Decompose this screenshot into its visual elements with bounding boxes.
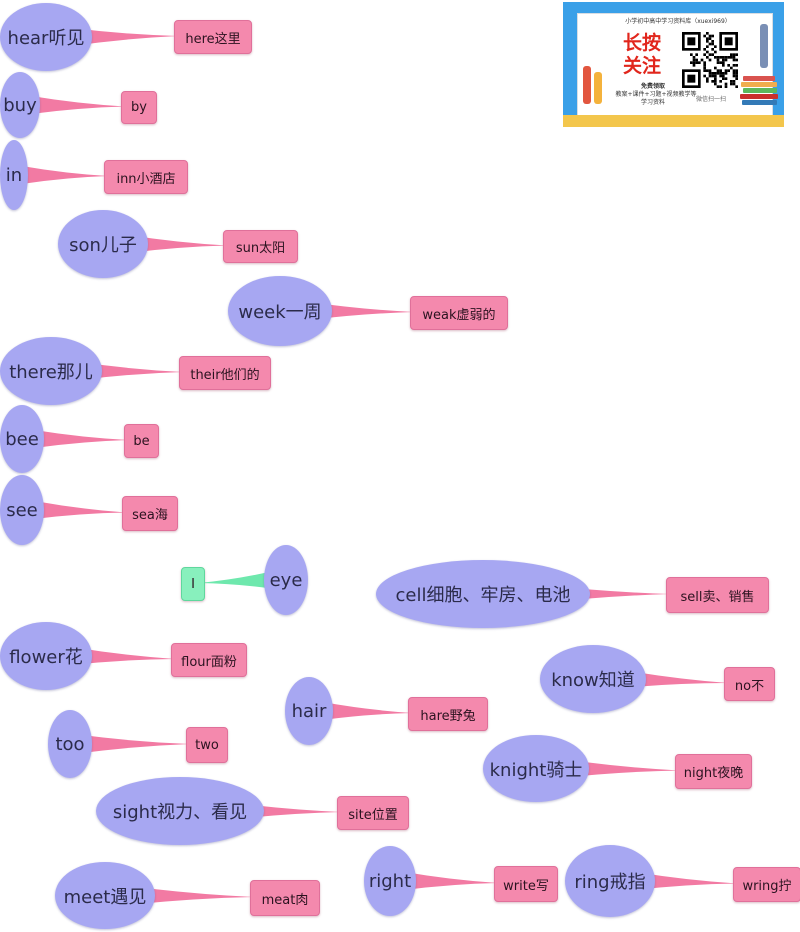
homophone-tag-17[interactable]: wring拧 [733,867,800,902]
homophone-tag-3[interactable]: sun太阳 [223,230,298,263]
connector-10 [71,647,175,665]
word-node-18[interactable]: meet遇见 [55,862,155,929]
connector-14 [565,759,679,778]
word-node-11[interactable]: know知道 [540,645,646,713]
book-stack-icon [741,82,777,87]
homophone-tag-10[interactable]: flour面粉 [171,643,247,677]
word-node-13[interactable]: too [48,710,92,778]
word-node-7[interactable]: see [0,475,44,545]
homophone-tag-9[interactable]: sell卖、销售 [666,577,769,613]
homophone-tag-16[interactable]: write写 [494,866,558,902]
connector-3 [128,235,227,253]
connector-1 [31,96,126,114]
word-node-5[interactable]: there那儿 [0,337,102,405]
homophone-tag-14[interactable]: night夜晚 [675,754,752,789]
ad-line-3: 学习资料 [640,99,665,106]
homophone-tag-8[interactable]: I [181,567,205,601]
homophone-tag-18[interactable]: meat肉 [250,880,320,916]
word-node-2[interactable]: in [0,140,28,210]
homophone-tag-7[interactable]: sea海 [122,496,178,531]
connector-16 [404,872,498,890]
ad-headline-2: 关注 [623,55,662,77]
word-node-1[interactable]: buy [0,72,40,138]
book-stack-icon [742,100,777,105]
connector-11 [622,670,728,688]
book-stack-icon [743,88,777,93]
connector-5 [79,362,183,380]
connector-13 [82,735,190,753]
connector-17 [634,872,737,890]
homophone-tag-4[interactable]: weak虚弱的 [410,296,508,330]
word-node-16[interactable]: right [364,846,416,916]
homophone-tag-5[interactable]: their他们的 [179,356,271,390]
word-node-4[interactable]: week一周 [228,276,332,346]
connector-0 [71,28,178,46]
connector-12 [322,702,412,720]
homophone-tag-6[interactable]: be [124,424,159,458]
student-figure-icon [594,72,602,104]
homophone-tag-15[interactable]: site位置 [337,796,409,830]
word-node-6[interactable]: bee [0,405,44,473]
word-node-15[interactable]: sight视力、看见 [96,777,264,845]
ad-floor [563,115,784,127]
word-node-12[interactable]: hair [285,677,333,745]
book-stack-icon [743,76,775,81]
word-node-17[interactable]: ring戒指 [565,845,655,917]
connector-2 [21,166,108,184]
student-figure-icon [583,66,591,104]
connector-18 [132,886,254,905]
word-node-8[interactable]: eye [264,545,308,615]
qr-code-icon[interactable] [682,32,738,88]
homophone-tag-2[interactable]: inn小酒店 [104,160,188,194]
word-node-3[interactable]: son儿子 [58,210,148,278]
word-node-14[interactable]: knight骑士 [483,735,589,802]
connector-4 [309,302,414,320]
word-node-9[interactable]: cell细胞、牢房、电池 [376,560,590,628]
ad-line-1: 免费领取 [640,83,665,90]
word-node-10[interactable]: flower花 [0,622,92,690]
homophone-tag-13[interactable]: two [186,727,228,763]
book-stack-icon [740,94,778,99]
homophone-tag-0[interactable]: here这里 [174,20,252,54]
ad-scan-label: 微信扫一扫 [695,96,726,103]
connector-8 [199,571,275,589]
word-node-0[interactable]: hear听见 [0,3,92,71]
ad-line-2: 教案+课件+习题+视频教学等 [615,91,697,98]
ad-headline-1: 长按 [623,32,662,54]
ad-header: 小学初中高中学习资料库（xuexi969） [625,18,731,25]
homophone-tag-11[interactable]: no不 [724,667,775,701]
ad-banner[interactable]: 小学初中高中学习资料库（xuexi969） 长按 关注 免费领取 教案+课件+习… [563,2,784,127]
homophone-tag-1[interactable]: by [121,91,157,124]
teacher-figure-icon [760,24,768,68]
connector-7 [34,501,126,519]
ad-headline: 长按 关注 [623,32,661,78]
connector-6 [34,430,128,448]
homophone-tag-12[interactable]: hare野兔 [408,697,488,731]
